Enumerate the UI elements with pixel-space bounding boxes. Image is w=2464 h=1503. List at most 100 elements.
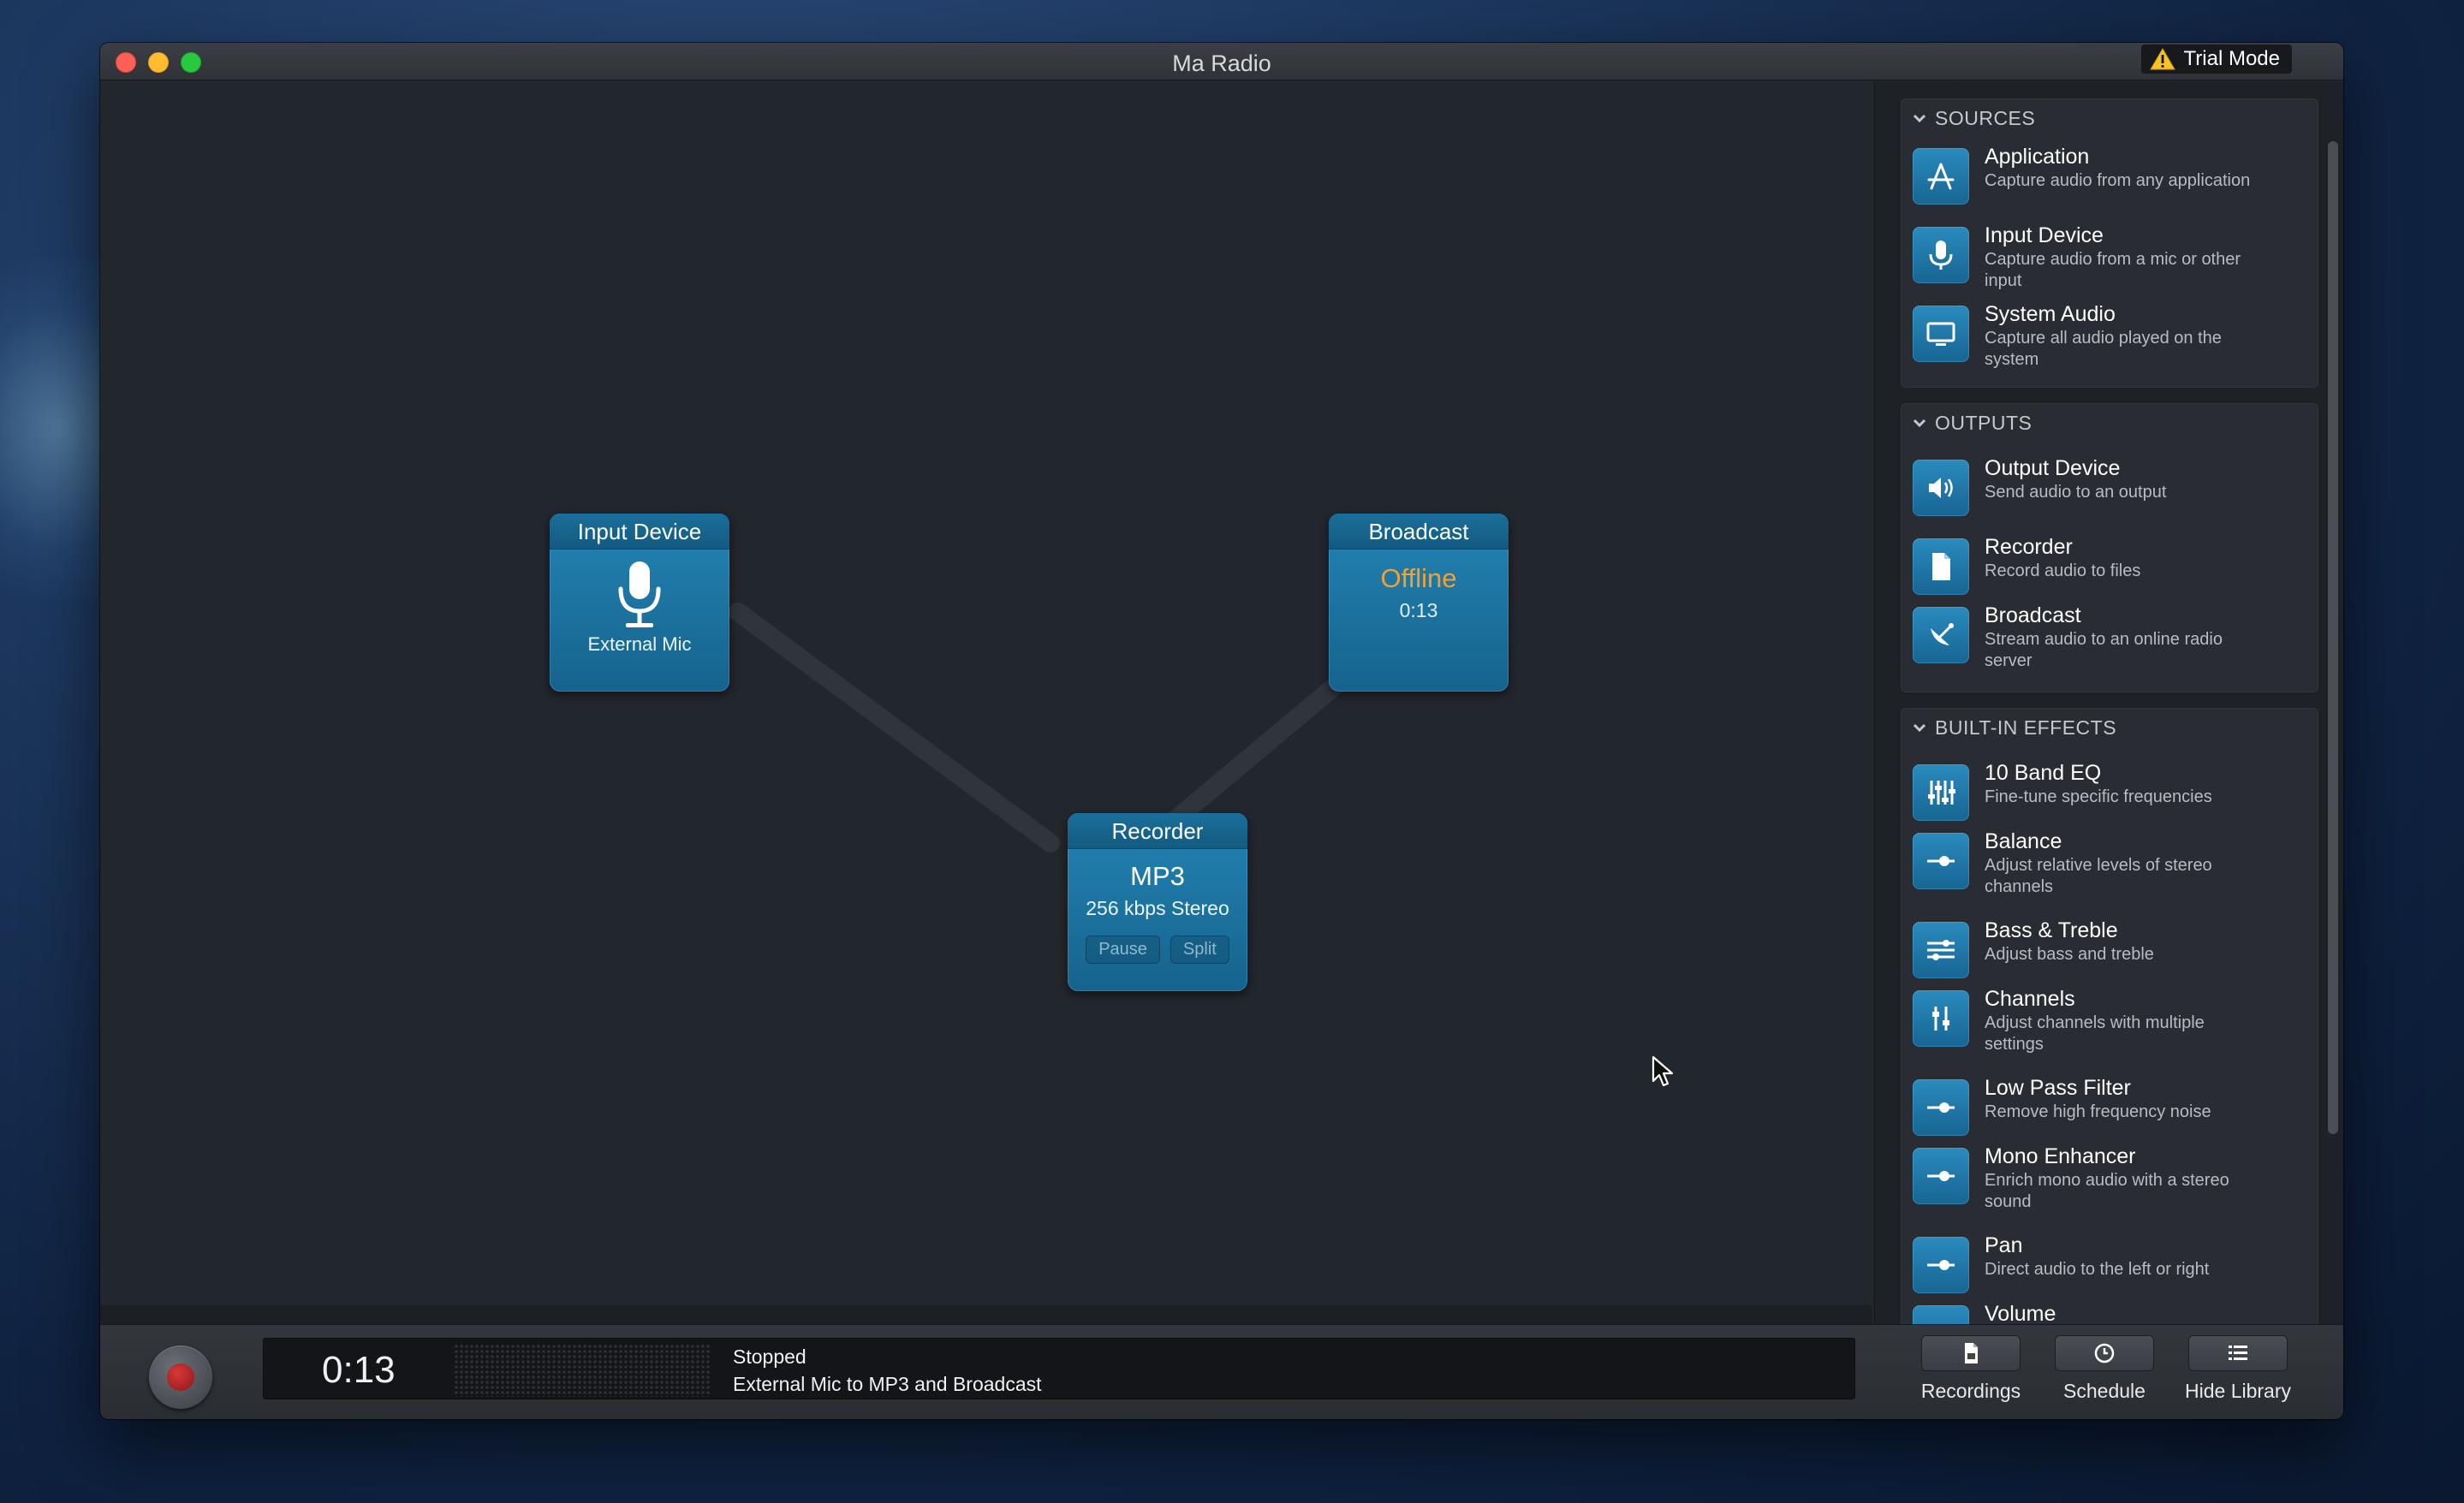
sources-section-toggle[interactable]: SOURCES xyxy=(1901,98,2318,138)
close-window-button[interactable] xyxy=(116,52,136,73)
item-desc: Fine-tune specific frequencies xyxy=(1985,787,2212,806)
library-item-bass-treble[interactable]: Bass & Treble Adjust bass and treble xyxy=(1913,918,2306,987)
item-name: 10 Band EQ xyxy=(1985,761,2102,785)
minimize-window-button[interactable] xyxy=(148,52,169,73)
broadcast-node-header: Broadcast xyxy=(1329,514,1509,550)
library-item-input-device[interactable]: Input Device Capture audio from a mic or… xyxy=(1913,223,2306,292)
item-name: Channels xyxy=(1985,987,2075,1011)
sources-section: SOURCES Application Capture audio from a… xyxy=(1901,98,2318,388)
zoom-window-button[interactable] xyxy=(181,52,201,73)
schedule-button-face[interactable] xyxy=(2055,1335,2154,1371)
audio-pipeline-canvas[interactable]: Input Device External Mic Broadcast Offl… xyxy=(100,81,1872,1305)
channels-icon xyxy=(1913,990,1969,1047)
library-item-application[interactable]: Application Capture audio from any appli… xyxy=(1913,145,2306,213)
clock-icon xyxy=(2094,1343,2115,1363)
app-store-icon xyxy=(1913,148,1969,205)
recordings-button[interactable]: Recordings xyxy=(1915,1335,2027,1403)
session-detail: External Mic to MP3 and Broadcast xyxy=(733,1373,1042,1395)
library-item-volume[interactable]: Volume xyxy=(1913,1302,2306,1324)
input-device-node[interactable]: Input Device External Mic xyxy=(550,514,729,692)
item-name: Output Device xyxy=(1985,456,2121,480)
record-button[interactable] xyxy=(149,1346,212,1409)
session-status: Stopped xyxy=(733,1346,806,1368)
pause-recording-button[interactable]: Pause xyxy=(1086,936,1160,964)
library-item-output-device[interactable]: Output Device Send audio to an output xyxy=(1913,456,2306,525)
item-name: Balance xyxy=(1985,829,2062,853)
dual-slider-icon xyxy=(1913,922,1969,978)
input-device-name: External Mic xyxy=(587,633,692,655)
library-item-recorder[interactable]: Recorder Record audio to files xyxy=(1913,535,2306,603)
item-desc: Capture all audio played on the system xyxy=(1985,329,2222,369)
slider-icon xyxy=(1913,1148,1969,1204)
broadcast-node[interactable]: Broadcast Offline 0:13 xyxy=(1329,514,1509,692)
record-icon xyxy=(167,1363,194,1391)
satellite-dish-icon xyxy=(1913,607,1969,663)
recordings-button-face[interactable] xyxy=(1921,1335,2021,1371)
item-name: Bass & Treble xyxy=(1985,918,2118,942)
outputs-section-title: OUTPUTS xyxy=(1935,411,2033,434)
microphone-icon xyxy=(1913,227,1969,283)
hide-library-button[interactable]: Hide Library xyxy=(2182,1335,2294,1403)
transport-bar: 0:13 Stopped External Mic to MP3 and Bro… xyxy=(100,1324,2343,1419)
outputs-section-toggle[interactable]: OUTPUTS xyxy=(1901,403,2318,443)
speaker-icon xyxy=(1913,460,1969,516)
item-name: Recorder xyxy=(1985,535,2073,559)
item-desc: Enrich mono audio with a stereo sound xyxy=(1985,1171,2229,1211)
chevron-down-icon xyxy=(1913,114,1926,123)
item-name: Input Device xyxy=(1985,223,2104,247)
slider-icon xyxy=(1913,833,1969,889)
library-item-system-audio[interactable]: System Audio Capture all audio played on… xyxy=(1913,302,2306,371)
library-item-channels[interactable]: Channels Adjust channels with multiple s… xyxy=(1913,987,2306,1055)
level-meter xyxy=(454,1344,711,1397)
item-desc: Capture audio from a mic or other input xyxy=(1985,250,2241,290)
canvas-horizontal-scrollbar[interactable] xyxy=(100,1305,1872,1324)
library-item-10-band-eq[interactable]: 10 Band EQ Fine-tune specific frequencie… xyxy=(1913,761,2306,829)
hide-library-label: Hide Library xyxy=(2185,1380,2291,1402)
recorder-node[interactable]: Recorder MP3 256 kbps Stereo Pause Split xyxy=(1068,813,1247,991)
item-name: System Audio xyxy=(1985,302,2116,326)
item-desc: Remove high frequency noise xyxy=(1985,1102,2211,1121)
item-name: Application xyxy=(1985,145,2090,169)
hide-library-button-face[interactable] xyxy=(2188,1335,2288,1371)
trial-mode-badge[interactable]: Trial Mode xyxy=(2140,45,2292,74)
slider-icon xyxy=(1913,1305,1969,1324)
title-bar[interactable]: Ma Radio Trial Mode xyxy=(100,43,2343,80)
library-item-pan[interactable]: Pan Direct audio to the left or right xyxy=(1913,1233,2306,1302)
effects-section-toggle[interactable]: BUILT-IN EFFECTS xyxy=(1901,708,2318,747)
chevron-down-icon xyxy=(1913,723,1926,733)
slider-icon xyxy=(1913,1237,1969,1293)
app-window: Ma Radio Trial Mode Input Device xyxy=(100,43,2343,1419)
item-name: Mono Enhancer xyxy=(1985,1144,2136,1168)
broadcast-status: Offline xyxy=(1380,563,1457,593)
warning-icon xyxy=(2149,48,2175,70)
library-item-balance[interactable]: Balance Adjust relative levels of stereo… xyxy=(1913,829,2306,898)
schedule-label: Schedule xyxy=(2063,1380,2146,1402)
split-recording-button[interactable]: Split xyxy=(1170,936,1229,964)
recorder-quality: 256 kbps Stereo xyxy=(1086,897,1229,919)
slider-icon xyxy=(1913,1079,1969,1136)
wire-input-to-recorder xyxy=(729,603,1060,852)
item-name: Broadcast xyxy=(1985,603,2081,627)
trial-mode-label: Trial Mode xyxy=(2183,47,2280,70)
library-scrollbar[interactable] xyxy=(2328,141,2338,1134)
item-desc: Adjust bass and treble xyxy=(1985,945,2154,964)
recorder-format: MP3 xyxy=(1130,861,1185,891)
library-sidebar[interactable]: SOURCES Application Capture audio from a… xyxy=(1874,81,2343,1324)
item-name: Low Pass Filter xyxy=(1985,1076,2131,1100)
elapsed-time: 0:13 xyxy=(322,1349,396,1391)
monitor-icon xyxy=(1913,306,1969,362)
recorder-node-header: Recorder xyxy=(1068,813,1247,849)
status-display: 0:13 Stopped External Mic to MP3 and Bro… xyxy=(263,1338,1855,1399)
schedule-button[interactable]: Schedule xyxy=(2049,1335,2160,1403)
mouse-cursor-icon xyxy=(1652,1055,1674,1087)
document-icon xyxy=(1913,538,1969,595)
item-name: Pan xyxy=(1985,1233,2023,1257)
library-item-low-pass-filter[interactable]: Low Pass Filter Remove high frequency no… xyxy=(1913,1076,2306,1144)
library-item-broadcast[interactable]: Broadcast Stream audio to an online radi… xyxy=(1913,603,2306,672)
microphone-icon xyxy=(618,561,661,627)
effects-section-title: BUILT-IN EFFECTS xyxy=(1935,716,2117,739)
library-item-mono-enhancer[interactable]: Mono Enhancer Enrich mono audio with a s… xyxy=(1913,1144,2306,1213)
item-desc: Send audio to an output xyxy=(1985,483,2167,502)
built-in-effects-section: BUILT-IN EFFECTS 10 Band EQ Fine-tune sp… xyxy=(1901,708,2318,1324)
item-desc: Stream audio to an online radio server xyxy=(1985,630,2223,670)
